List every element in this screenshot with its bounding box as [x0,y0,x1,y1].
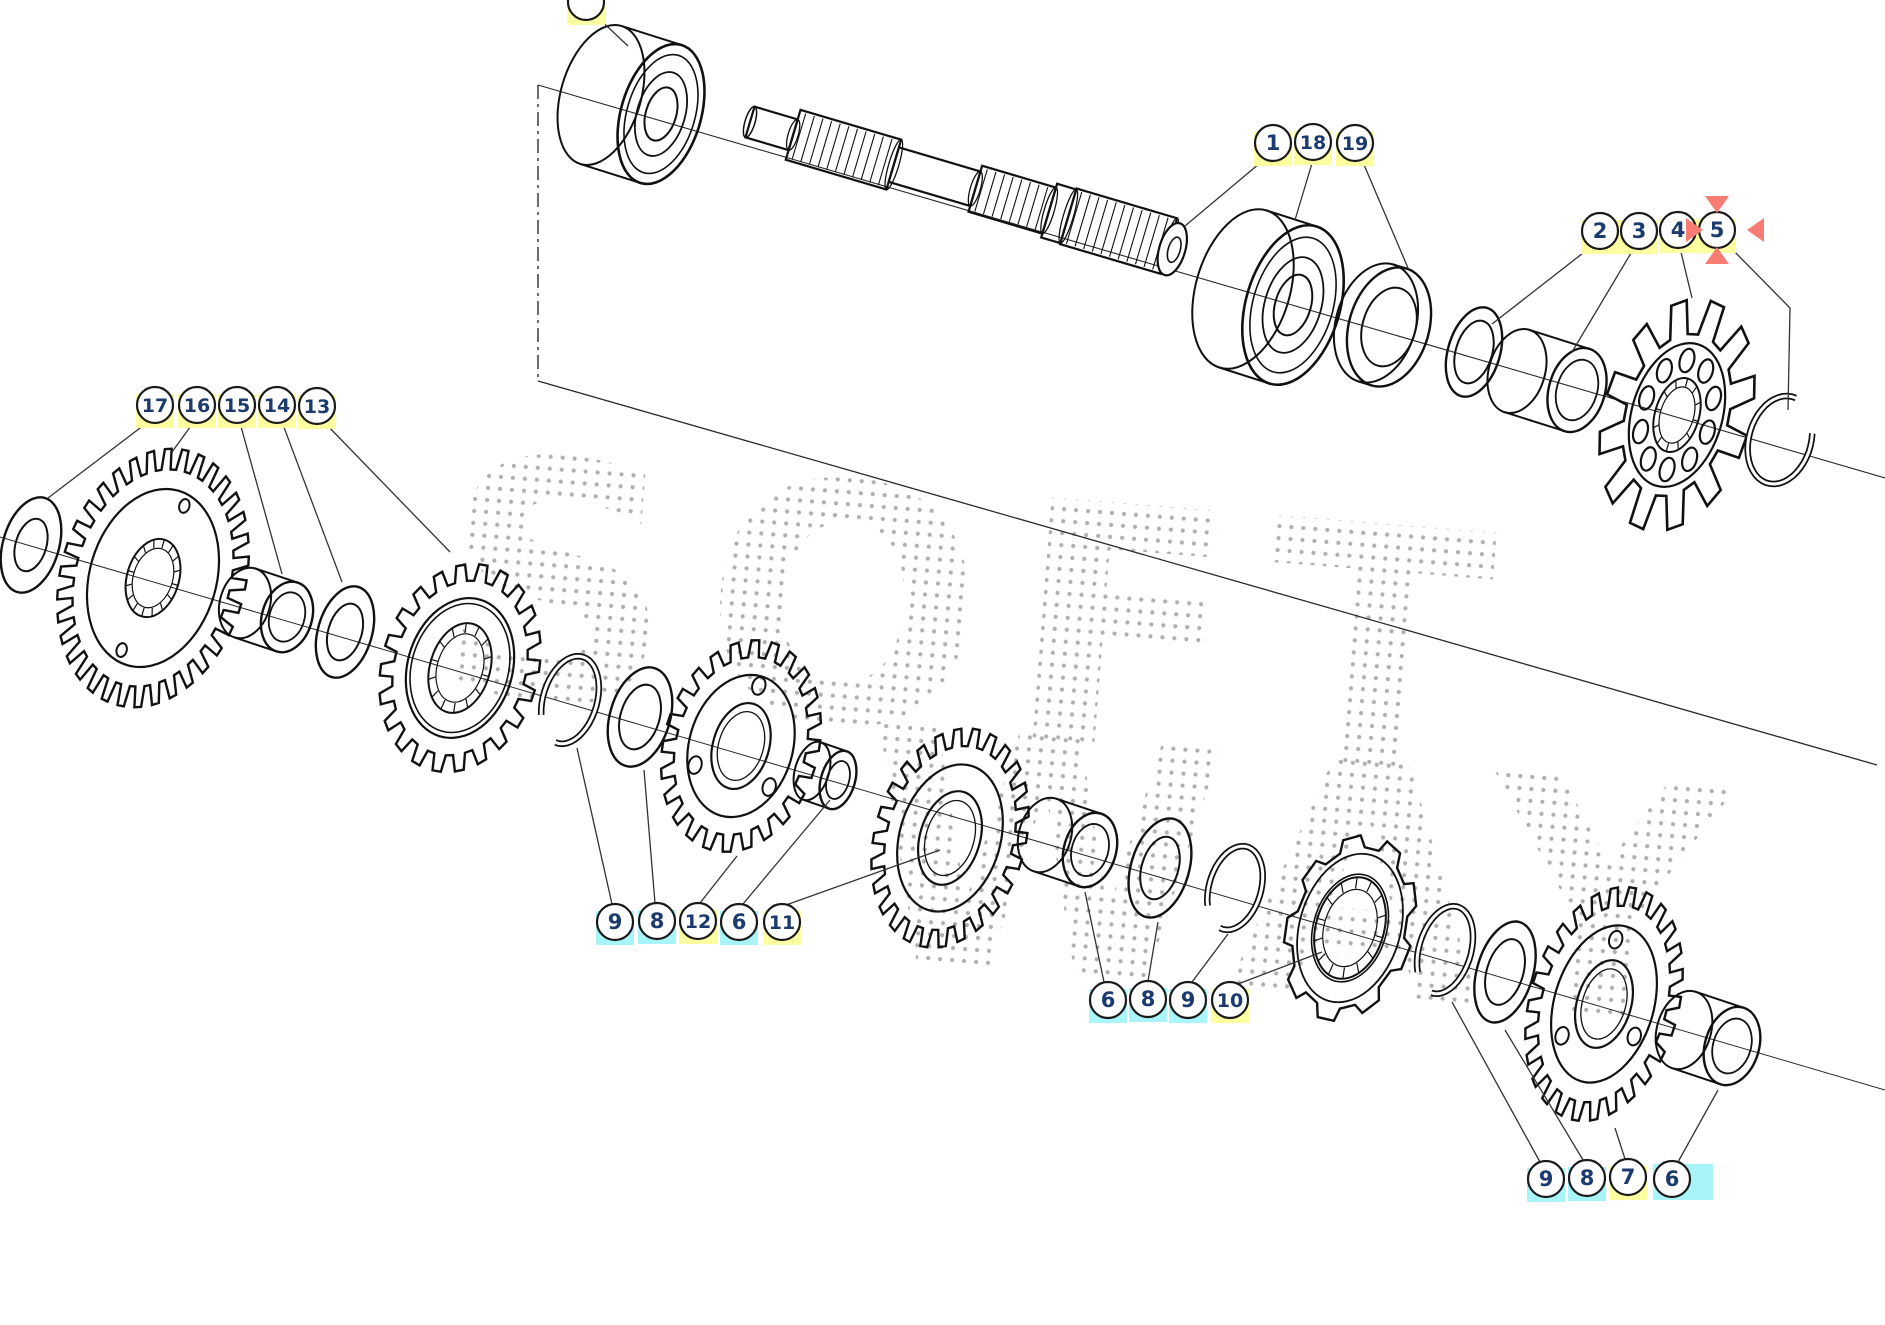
part-bearing-main-top [556,24,706,186]
part-label-16[interactable]: 16 [171,385,217,453]
svg-text:WAY: WAY [844,653,1767,1106]
part-seal-ring-19 [1332,262,1433,388]
part-label-11[interactable]: 11 [762,849,941,945]
svg-text:19: 19 [1342,133,1368,155]
svg-text:12: 12 [685,911,711,933]
svg-text:8: 8 [1141,987,1156,1011]
part-gear-12 [659,639,823,853]
part-bushing-6a [792,740,858,811]
svg-text:3: 3 [1632,219,1647,243]
part-label-6[interactable]: 6 [1652,1089,1719,1200]
part-washer-14 [314,585,376,679]
svg-text:9: 9 [608,910,623,934]
part-washer-8b [1127,817,1193,919]
part-label-1[interactable]: 1 [1184,123,1293,227]
svg-text:10: 10 [1217,990,1243,1012]
part-label-15[interactable]: 15 [217,385,283,575]
svg-text:6: 6 [1665,1167,1680,1191]
part-label-12[interactable]: 12 [678,855,738,944]
part-label-6[interactable]: 6 [1084,891,1128,1023]
part-label-19[interactable]: 19 [1335,123,1409,269]
part-spacer-3 [1486,328,1608,434]
svg-text:6: 6 [1101,988,1116,1012]
svg-text:18: 18 [1300,132,1326,154]
part-label-18[interactable]: 18 [1293,122,1333,221]
part-washer-2 [1444,306,1504,398]
svg-text:5: 5 [1710,218,1725,242]
svg-text:9: 9 [1539,1167,1554,1191]
part-gear-11 [870,727,1030,949]
svg-text:4: 4 [1671,218,1686,242]
part-bushing-6c [1654,989,1762,1087]
part-circlip-9a [537,652,603,748]
part-label-17[interactable]: 17 [47,385,175,499]
part-label-8[interactable]: 8 [1128,921,1168,1022]
part-label-7[interactable]: 7 [1608,1127,1648,1200]
svg-text:2: 2 [1593,219,1608,243]
svg-text:15: 15 [224,395,250,417]
part-gear-7 [1524,885,1684,1123]
part-circlip-9b [1203,842,1266,934]
part-label-13[interactable]: 13 [297,386,451,553]
part-label-2[interactable]: 2 [1491,211,1620,325]
svg-text:9: 9 [1181,988,1196,1012]
part-label-cropped[interactable] [566,0,629,47]
svg-text:11: 11 [769,912,795,934]
part-washer-17 [0,496,63,594]
part-washer-8c [1473,920,1537,1024]
svg-text:14: 14 [264,395,290,417]
part-circlip-5 [1744,392,1816,488]
part-label-6[interactable]: 6 [719,799,831,945]
part-gear-13 [378,562,542,774]
part-synchro-hub-10 [1282,833,1418,1023]
svg-text:1: 1 [1266,131,1281,155]
selection-marker [1686,196,1764,264]
part-label-9[interactable]: 9 [576,747,635,945]
svg-text:7: 7 [1621,1165,1636,1189]
part-label-8[interactable]: 8 [637,769,677,944]
part-label-9[interactable]: 9 [1168,933,1229,1023]
part-label-10[interactable]: 10 [1210,951,1323,1023]
svg-text:6: 6 [732,910,747,934]
part-label-9[interactable]: 9 [1451,1001,1566,1202]
frame-lines [0,84,1885,1091]
part-bushing-15 [217,566,315,654]
svg-text:8: 8 [650,909,665,933]
svg-text:17: 17 [142,395,168,417]
watermark: SOFT WAY [424,385,1767,1106]
part-label-14[interactable]: 14 [257,385,343,583]
svg-text:SOFT: SOFT [424,385,1532,853]
part-circlip-9c [1413,902,1477,997]
svg-text:13: 13 [304,396,330,418]
svg-text:16: 16 [184,395,210,417]
part-front-sprocket-4 [1598,298,1756,532]
part-bushing-6b [1016,796,1119,889]
part-gear-16 [55,447,251,709]
svg-text:8: 8 [1580,1166,1595,1190]
part-main-shaft [742,105,1189,277]
part-bearing-18 [1191,208,1346,387]
part-label-8[interactable]: 8 [1504,1029,1607,1201]
part-label-3[interactable]: 3 [1571,211,1659,353]
